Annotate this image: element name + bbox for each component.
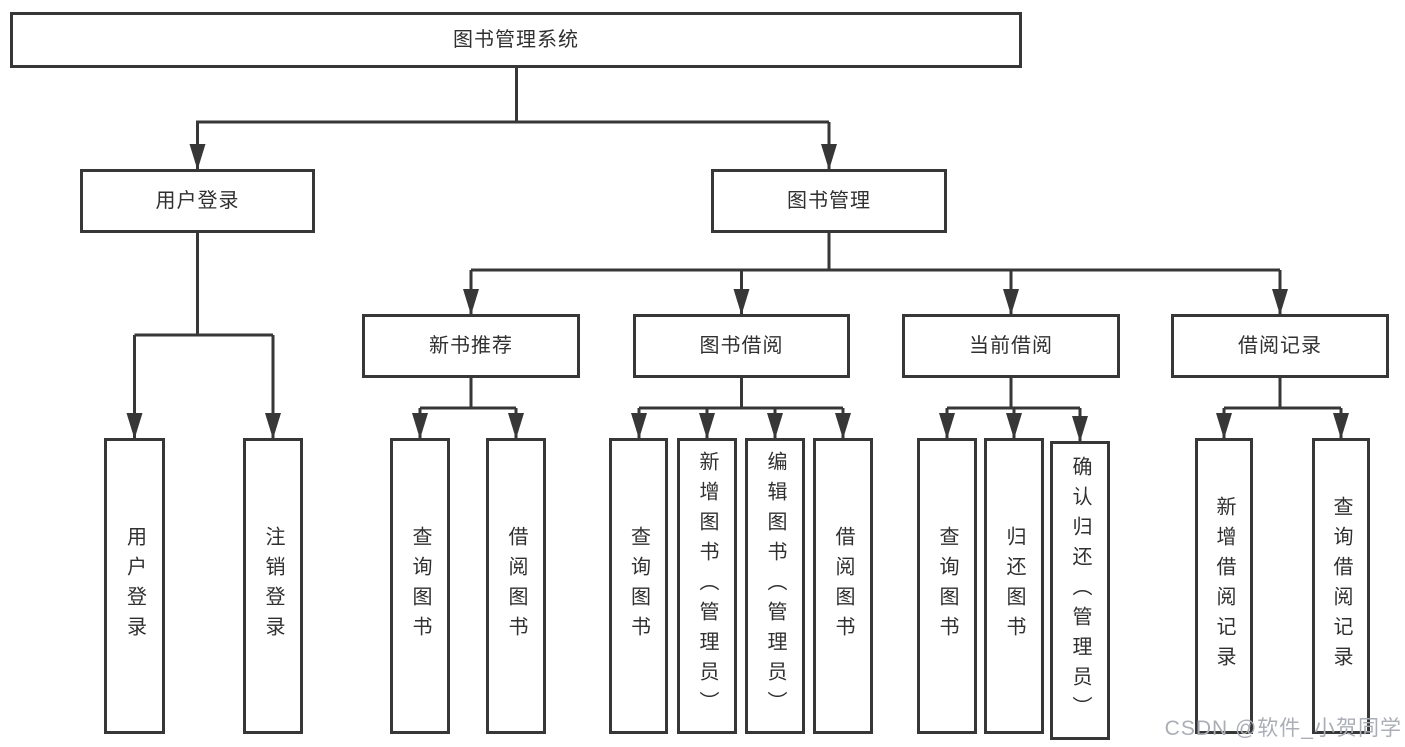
node-root-system: 图书管理系统: [10, 12, 1022, 68]
leaf-bb-query-books: 查询图书: [609, 438, 668, 734]
leaf-nbr-query-books: 查询图书: [390, 438, 450, 734]
connector-level2-rail: [196, 120, 829, 124]
leaf-logout: 注销登录: [243, 438, 303, 734]
node-borrow-records: 借阅记录: [1171, 314, 1389, 378]
leaf-bb-borrow-books: 借阅图书: [813, 438, 873, 734]
node-book-borrow: 图书借阅: [633, 314, 850, 378]
node-user-login: 用户登录: [80, 169, 315, 233]
node-book-management: 图书管理: [711, 169, 947, 233]
leaf-br-add-record: 新增借阅记录: [1195, 438, 1253, 734]
node-current-borrow: 当前借阅: [902, 314, 1120, 378]
csdn-watermark: CSDN @软件_小贺同学: [1164, 717, 1402, 740]
leaf-cb-confirm-return-admin: 确认归还（管理员）: [1050, 441, 1110, 740]
leaf-user-login: 用户登录: [104, 438, 165, 734]
node-new-book-recommend: 新书推荐: [362, 314, 580, 378]
leaf-br-query-record: 查询借阅记录: [1312, 438, 1370, 734]
leaf-bb-add-books-admin: 新增图书（管理员）: [677, 438, 737, 734]
leaf-bb-edit-books-admin: 编辑图书（管理员）: [745, 438, 805, 734]
leaf-nbr-borrow-books: 借阅图书: [486, 438, 546, 734]
leaf-cb-return-books: 归还图书: [984, 438, 1044, 734]
leaf-cb-query-books: 查询图书: [917, 438, 977, 734]
